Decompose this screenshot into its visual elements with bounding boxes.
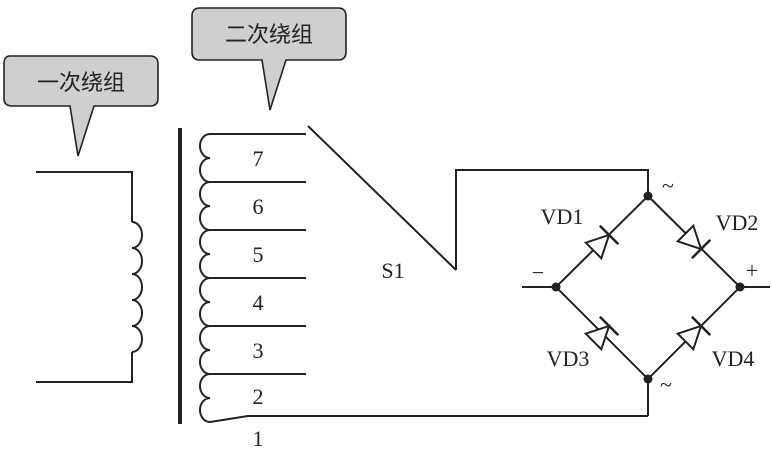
- tap-number-5: 5: [253, 242, 264, 267]
- diode-label-vd4: VD4: [712, 346, 755, 371]
- diode-vd4: [675, 315, 712, 352]
- tap-number-4: 4: [253, 290, 264, 315]
- bridge-rectifier: [522, 191, 770, 416]
- tap-number-2: 2: [253, 384, 264, 409]
- ac-terminal-top: ~: [662, 173, 674, 198]
- ac-terminal-bottom: ~: [660, 372, 672, 397]
- diode-label-vd3: VD3: [547, 346, 590, 371]
- diode-vd2: [675, 223, 712, 260]
- plus-terminal: +: [746, 258, 758, 283]
- tap-number-6: 6: [253, 194, 264, 219]
- minus-terminal: −: [532, 260, 544, 285]
- node-left: [551, 282, 561, 292]
- tap-number-3: 3: [253, 338, 264, 363]
- diode-vd1: [583, 224, 620, 261]
- tap-lines: [209, 133, 648, 423]
- primary-winding-label: 一次绕组: [37, 71, 125, 96]
- tap-numbers: 7 6 5 4 3 2 1: [253, 146, 264, 451]
- bridge-labels: VD1 VD2 VD3 VD4 ~ ~ − +: [532, 173, 759, 397]
- callout-secondary-winding: 二次绕组: [191, 7, 347, 111]
- diode-label-vd1: VD1: [541, 204, 584, 229]
- node-top: [643, 191, 653, 201]
- node-right: [735, 282, 745, 292]
- secondary-winding-label: 二次绕组: [225, 23, 313, 48]
- switch-s1: S1: [307, 125, 649, 283]
- diode-vd3: [583, 315, 620, 352]
- tap-number-7: 7: [253, 146, 264, 171]
- tap-number-1: 1: [253, 426, 264, 451]
- callout-primary-winding: 一次绕组: [3, 55, 159, 157]
- diode-label-vd2: VD2: [716, 210, 759, 235]
- secondary-winding: [199, 133, 211, 423]
- switch-label: S1: [381, 258, 404, 283]
- primary-winding: [36, 171, 143, 383]
- node-bottom: [643, 374, 653, 384]
- switch-blade: [307, 125, 457, 271]
- tap-line-1: [209, 415, 648, 423]
